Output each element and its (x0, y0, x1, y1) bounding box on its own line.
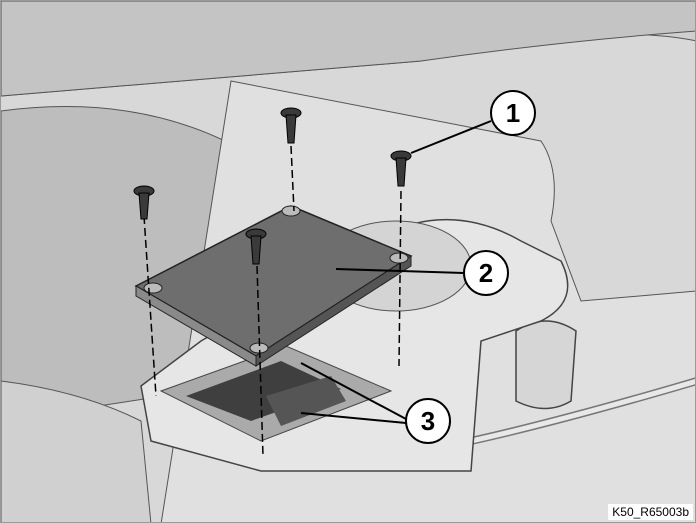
screw (390, 150, 412, 187)
svg-text:3: 3 (421, 406, 435, 436)
svg-text:1: 1 (506, 98, 520, 128)
callout-1: 1 (490, 90, 536, 136)
leader-lines (300, 120, 492, 424)
callout-3: 3 (405, 398, 451, 444)
mounting-holes (143, 205, 409, 354)
screw (245, 228, 267, 265)
screws (133, 107, 412, 265)
reference-code: K50_R65003b (608, 504, 693, 520)
guide-lines (143, 145, 402, 457)
screw (280, 107, 302, 144)
connector (515, 320, 577, 410)
callout-2: 2 (463, 250, 509, 296)
screw (133, 185, 155, 220)
module-cavity (186, 361, 341, 421)
left-lower-shape (1, 380, 152, 522)
svg-text:2: 2 (479, 258, 493, 288)
upper-trim (1, 1, 695, 97)
module-insert (266, 376, 346, 426)
